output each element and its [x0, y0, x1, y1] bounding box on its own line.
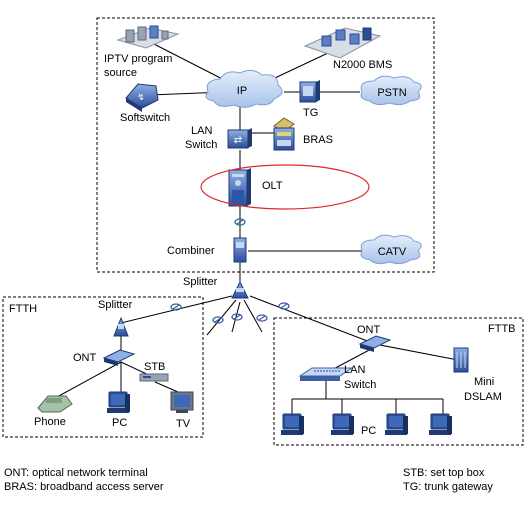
pstn-cloud-label: PSTN — [377, 87, 406, 99]
fttb-pc-icon-3 — [384, 413, 409, 436]
core-lan-switch-icon: ⇄ — [227, 128, 252, 149]
mini-dslam-label: Mini — [474, 376, 494, 388]
phone-icon — [37, 395, 73, 413]
main-splitter-icon — [231, 280, 249, 299]
mini-dslam-icon — [453, 347, 469, 373]
tg-icon — [299, 80, 320, 103]
svg-text:⇄: ⇄ — [234, 135, 242, 146]
ftth-ont-icon — [102, 349, 136, 366]
combiner-label: Combiner — [167, 245, 215, 257]
n2000-bms-icon — [303, 27, 382, 59]
ftth-title: FTTH — [9, 303, 37, 315]
n2000-label: N2000 BMS — [333, 59, 392, 71]
main-splitter-label: Splitter — [183, 276, 218, 288]
stb-icon — [139, 373, 169, 382]
stb-label: STB — [144, 361, 165, 373]
ftth-box — [2, 296, 204, 438]
fttb-lan-switch-icon — [298, 367, 354, 381]
fttb-title: FTTB — [488, 323, 516, 335]
softswitch-icon: ↯ — [125, 83, 159, 112]
phone-label: Phone — [34, 416, 66, 428]
fttb-pc-icon-4 — [428, 413, 453, 436]
tv-icon — [170, 391, 194, 413]
legend-tg: TG: trunk gateway — [403, 481, 493, 493]
tv-label: TV — [176, 418, 191, 430]
core-lan-switch-label: LAN — [191, 125, 212, 137]
fttb-box — [273, 317, 524, 446]
iptv-source-label-2: source — [104, 67, 137, 79]
fttb-ont-icon — [358, 335, 392, 352]
bras-label: BRAS — [303, 134, 333, 146]
legend-ont: ONT: optical network terminal — [4, 467, 148, 479]
legend-stb: STB: set top box — [403, 467, 485, 479]
ip-cloud-label: IP — [237, 85, 247, 97]
catv-cloud: CATV — [360, 234, 422, 265]
svg-text:↯: ↯ — [137, 93, 145, 103]
fttb-pc-icon-2 — [330, 413, 355, 436]
ftth-ont-label: ONT — [73, 352, 97, 364]
iptv-source-label: IPTV program — [104, 53, 172, 65]
pstn-cloud: PSTN — [360, 75, 422, 106]
softswitch-label: Softswitch — [120, 112, 170, 124]
fttb-lan-switch-label-2: Switch — [344, 379, 376, 391]
fttb-pc-icon-1 — [280, 413, 305, 436]
catv-cloud-label: CATV — [378, 246, 407, 258]
ftth-pc-icon — [106, 391, 131, 414]
olt-label: OLT — [262, 180, 283, 192]
ftth-pc-label: PC — [112, 417, 127, 429]
fttb-pc-label: PC — [361, 425, 376, 437]
fttb-ont-label: ONT — [357, 324, 381, 336]
olt-icon — [228, 168, 251, 207]
tg-label: TG — [303, 107, 318, 119]
legend-left: ONT: optical network terminal BRAS: broa… — [4, 466, 164, 494]
ip-cloud: IP — [205, 69, 283, 108]
core-lan-switch-label-2: Switch — [185, 139, 217, 151]
fttb-lan-switch-label: LAN — [344, 364, 365, 376]
core-network-box — [96, 17, 435, 273]
olt-highlight-ellipse — [200, 164, 370, 210]
mini-dslam-label-2: DSLAM — [464, 391, 502, 403]
legend-right: STB: set top box TG: trunk gateway — [403, 466, 493, 494]
legend-bras: BRAS: broadband access server — [4, 481, 164, 493]
ftth-splitter-label: Splitter — [98, 299, 133, 311]
iptv-server-icon — [116, 25, 180, 49]
bras-icon — [273, 117, 295, 151]
combiner-icon — [233, 237, 247, 263]
ftth-splitter-icon — [113, 316, 129, 337]
